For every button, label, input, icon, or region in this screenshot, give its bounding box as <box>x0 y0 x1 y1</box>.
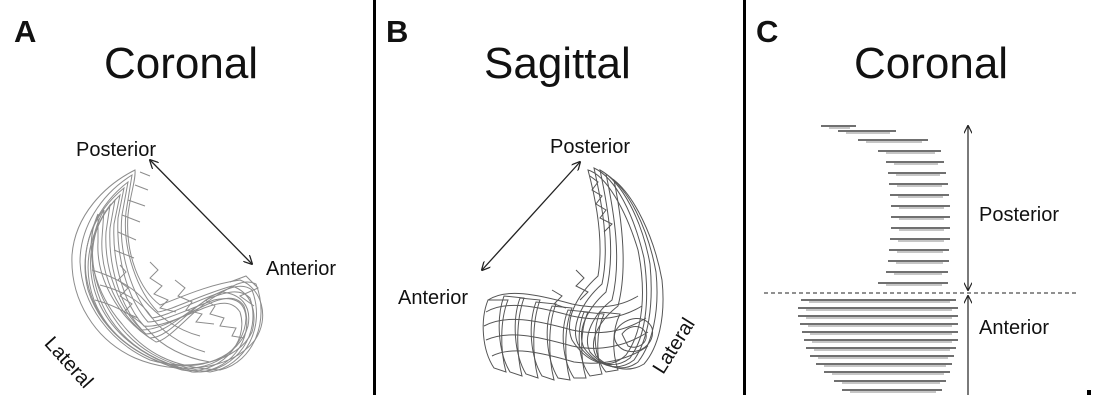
panel-c: C Coronal Posterior Anterior <box>746 0 1093 395</box>
label-anterior: Anterior <box>266 259 336 279</box>
label-anterior-sagittal: Anterior <box>398 288 468 308</box>
posterior-anterior-arrow-sagittal <box>482 162 580 270</box>
label-posterior-c: Posterior <box>979 205 1059 225</box>
coronal-contour-stack <box>72 170 263 372</box>
panel-b: B Sagittal <box>376 0 744 395</box>
label-posterior: Posterior <box>76 140 156 160</box>
sagittal-contour-stack <box>483 168 663 380</box>
corner-mark <box>1087 390 1091 395</box>
slice-lines <box>798 126 958 395</box>
label-anterior-c: Anterior <box>979 318 1049 338</box>
panel-a: A Coronal Post <box>0 0 374 395</box>
label-posterior-sagittal: Posterior <box>550 137 630 157</box>
posterior-anterior-arrow <box>150 160 252 264</box>
